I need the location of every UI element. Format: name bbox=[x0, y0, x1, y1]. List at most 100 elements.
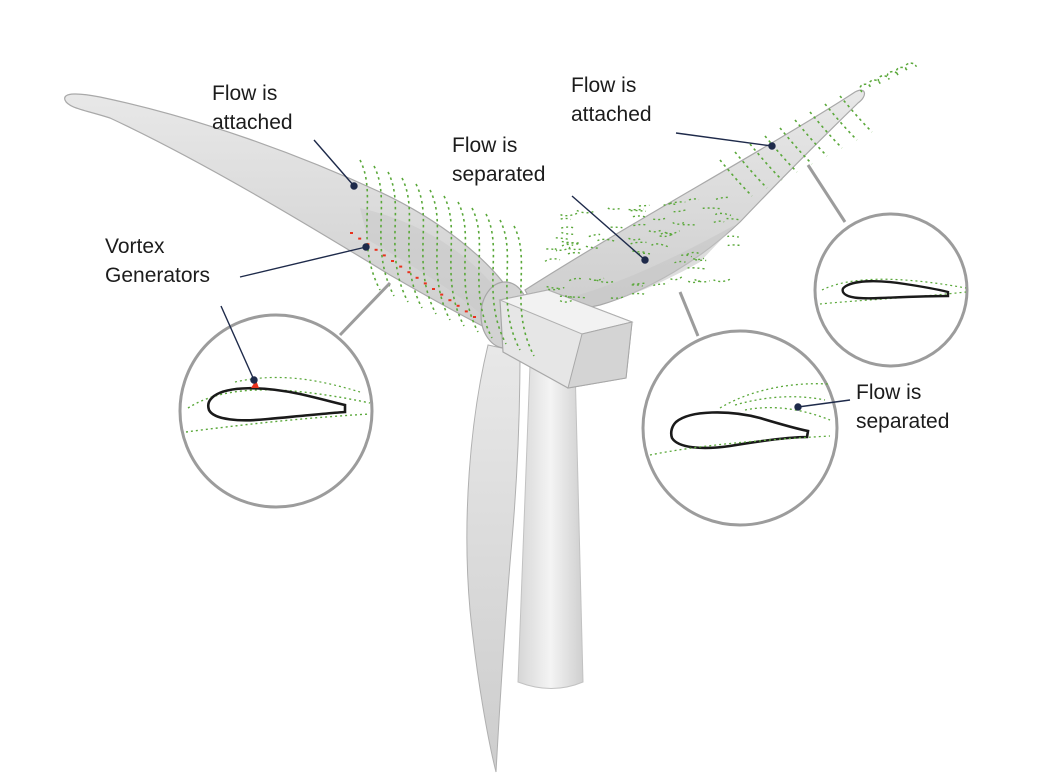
label-flow-attached-right: Flow is attached bbox=[571, 71, 652, 129]
flow-fragment bbox=[651, 243, 670, 248]
flow-fragment bbox=[596, 279, 614, 284]
flow-fragment bbox=[672, 220, 687, 225]
flow-fragment bbox=[630, 209, 647, 212]
flow-lines-right-blade bbox=[719, 95, 873, 197]
vortex-generator bbox=[350, 232, 353, 234]
flow-fragment bbox=[561, 243, 574, 247]
flow-fragment bbox=[632, 282, 646, 285]
flow-lines-left-blade bbox=[359, 159, 535, 357]
leader-dot-attached-right bbox=[768, 142, 776, 150]
flow-fragment bbox=[631, 284, 643, 287]
flow-fragment bbox=[568, 247, 583, 251]
flow-line bbox=[839, 95, 873, 133]
flow-line bbox=[499, 219, 521, 351]
flow-line bbox=[401, 177, 423, 309]
flow-fragment bbox=[567, 251, 582, 255]
blade-left-shading bbox=[360, 208, 505, 330]
vortex-generator bbox=[432, 288, 435, 290]
flow-line bbox=[429, 189, 451, 321]
flow-fragment bbox=[632, 250, 646, 253]
callout-line-right bbox=[806, 164, 847, 223]
flow-fragment bbox=[544, 258, 561, 262]
label-flow-attached-right-line1: Flow is bbox=[571, 74, 637, 97]
vortex-generator bbox=[423, 282, 427, 285]
flow-fragment bbox=[669, 201, 686, 205]
flow-fragment bbox=[554, 246, 571, 251]
vortex-generator bbox=[456, 304, 460, 307]
flow-fragment bbox=[688, 198, 700, 201]
inset-middle-flow-sep1 bbox=[719, 383, 829, 409]
flow-fragment bbox=[638, 204, 650, 207]
flow-fragment bbox=[687, 279, 703, 284]
flow-fragment bbox=[695, 259, 707, 262]
flow-fragment bbox=[633, 223, 649, 227]
flow-line bbox=[764, 135, 798, 173]
vortex-generator bbox=[448, 299, 452, 302]
vortex-generator bbox=[473, 316, 476, 318]
callout-line-left bbox=[338, 281, 392, 337]
inset-left-vortex-generator bbox=[251, 380, 259, 388]
flow-fragment bbox=[546, 248, 558, 252]
leader-dot-vortex-generators bbox=[362, 243, 370, 251]
nacelle-side bbox=[567, 321, 633, 389]
leader-dot-separated-top bbox=[641, 256, 649, 264]
flow-fragment bbox=[607, 207, 622, 210]
inset-right-airfoil bbox=[841, 280, 950, 300]
flow-line bbox=[415, 183, 437, 315]
inset-left-airfoil bbox=[206, 386, 347, 422]
flow-fragment bbox=[561, 231, 577, 236]
flow-line bbox=[734, 151, 768, 189]
label-vortex-generators: Vortex Generators bbox=[105, 232, 210, 290]
inset-middle-flow-sep2 bbox=[734, 396, 826, 406]
callout-line-middle bbox=[678, 291, 700, 337]
flow-line bbox=[471, 207, 493, 339]
label-flow-attached-left-line1: Flow is bbox=[212, 82, 278, 105]
flow-fragment bbox=[585, 245, 599, 249]
flow-fragment bbox=[694, 278, 710, 283]
vortex-generator bbox=[407, 271, 411, 274]
label-vortex-generators-line2: Generators bbox=[105, 264, 211, 287]
vortex-generator bbox=[374, 248, 378, 251]
flow-fragment bbox=[648, 229, 662, 233]
flow-fragment bbox=[546, 285, 560, 290]
flow-fragment bbox=[686, 251, 700, 256]
flow-fragment bbox=[597, 238, 616, 242]
leader-dot-vg-inset bbox=[250, 376, 258, 384]
flow-fragment bbox=[670, 276, 683, 281]
inset-middle-flow-lower bbox=[649, 435, 831, 456]
inset-left-circle bbox=[178, 313, 374, 509]
flow-fragment bbox=[576, 209, 594, 214]
inset-middle-airfoil bbox=[669, 411, 810, 450]
flow-fragment bbox=[674, 260, 686, 264]
flow-fragment bbox=[561, 240, 580, 244]
vortex-generator bbox=[440, 293, 444, 296]
flow-line bbox=[809, 111, 843, 149]
flow-fragment bbox=[561, 226, 575, 229]
vortex-generator bbox=[382, 254, 386, 257]
label-flow-attached-right-line2: attached bbox=[571, 103, 652, 126]
label-flow-separated-top: Flow is separated bbox=[452, 131, 545, 189]
vortex-generator bbox=[399, 265, 403, 268]
tower bbox=[517, 364, 584, 689]
label-vortex-generators-line1: Vortex bbox=[105, 235, 165, 258]
flow-fragment bbox=[559, 298, 575, 303]
flow-fragment bbox=[653, 283, 669, 287]
tip-vortex bbox=[859, 62, 918, 93]
flow-fragment bbox=[713, 220, 725, 224]
flow-line bbox=[359, 159, 381, 291]
flow-line bbox=[443, 195, 465, 327]
flow-line bbox=[387, 171, 409, 303]
flow-fragment bbox=[628, 208, 644, 211]
blade-right-shading bbox=[560, 225, 735, 312]
flow-fragment bbox=[702, 207, 720, 210]
flow-line bbox=[779, 127, 813, 165]
flow-fragment bbox=[714, 212, 732, 217]
flow-fragment bbox=[610, 226, 623, 229]
flow-fragment bbox=[713, 278, 731, 283]
flow-fragment bbox=[726, 217, 741, 221]
flow-fragment bbox=[673, 209, 687, 213]
inset-left-flow-lower bbox=[185, 413, 371, 433]
label-flow-separated-inset-line1: Flow is bbox=[856, 381, 922, 404]
flow-fragment bbox=[555, 237, 571, 241]
